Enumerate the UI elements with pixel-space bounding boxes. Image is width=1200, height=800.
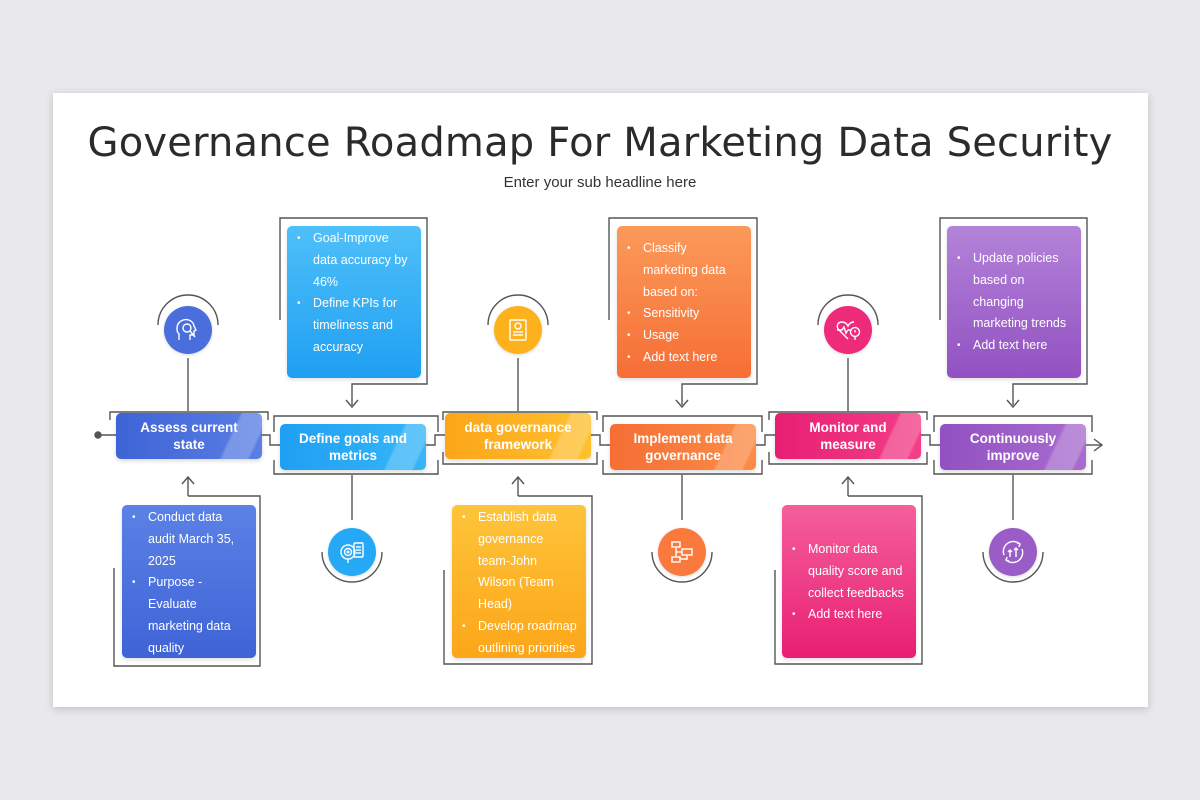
flowchart-icon: [658, 528, 706, 576]
note-bullet: Goal-Improve data accuracy by 46%: [295, 228, 413, 293]
page-title: Governance Roadmap For Marketing Data Se…: [87, 120, 1113, 166]
note-bullet: Monitor data quality score and collect f…: [790, 539, 908, 604]
note-bullet: Update policies based on changing market…: [955, 248, 1073, 335]
note-bullet: Establish data governance team-John Wils…: [460, 507, 578, 616]
note-bullet: Sensitivity: [625, 303, 743, 325]
note-step-4: Classify marketing data based on: Sensit…: [617, 226, 751, 378]
certificate-icon: [494, 306, 542, 354]
note-step-1: Conduct data audit March 35, 2025 Purpos…: [122, 505, 256, 658]
heart-monitor-icon: [824, 306, 872, 354]
note-bullet: Conduct data audit March 35, 2025: [130, 507, 248, 572]
step-governance-framework: data governance framework: [445, 413, 591, 459]
note-bullet: Develop roadmap outlining priorities: [460, 616, 578, 660]
note-step-2: Goal-Improve data accuracy by 46% Define…: [287, 226, 421, 378]
step-label: Implement data governance: [633, 431, 733, 463]
step-label: Assess current state: [140, 420, 238, 452]
step-label: Continuously improve: [969, 431, 1057, 463]
note-bullet: Define KPIs for timeliness and accuracy: [295, 293, 413, 358]
target-document-icon: [328, 528, 376, 576]
step-define-goals: Define goals and metrics: [280, 424, 426, 470]
note-bullet: Classify marketing data based on:: [625, 238, 743, 303]
step-label: data governance framework: [464, 420, 572, 452]
note-step-3: Establish data governance team-John Wils…: [452, 505, 586, 658]
cycle-up-icon: [989, 528, 1037, 576]
search-person-icon: [164, 306, 212, 354]
note-bullet: Add text here: [790, 604, 908, 626]
step-assess-current-state: Assess current state: [116, 413, 262, 459]
step-continuously-improve: Continuously improve: [940, 424, 1086, 470]
page-subtitle: Enter your sub headline here: [503, 174, 697, 191]
note-bullet: Add text here: [625, 347, 743, 369]
note-bullet: Purpose - Evaluate marketing data qualit…: [130, 572, 248, 659]
step-label: Define goals and metrics: [298, 431, 408, 463]
note-step-6: Update policies based on changing market…: [947, 226, 1081, 378]
step-monitor-measure: Monitor and measure: [775, 413, 921, 459]
note-step-5: Monitor data quality score and collect f…: [782, 505, 916, 658]
note-bullet: Add text here: [955, 335, 1073, 357]
step-label: Monitor and measure: [809, 420, 887, 452]
step-implement-governance: Implement data governance: [610, 424, 756, 470]
note-bullet: Usage: [625, 325, 743, 347]
